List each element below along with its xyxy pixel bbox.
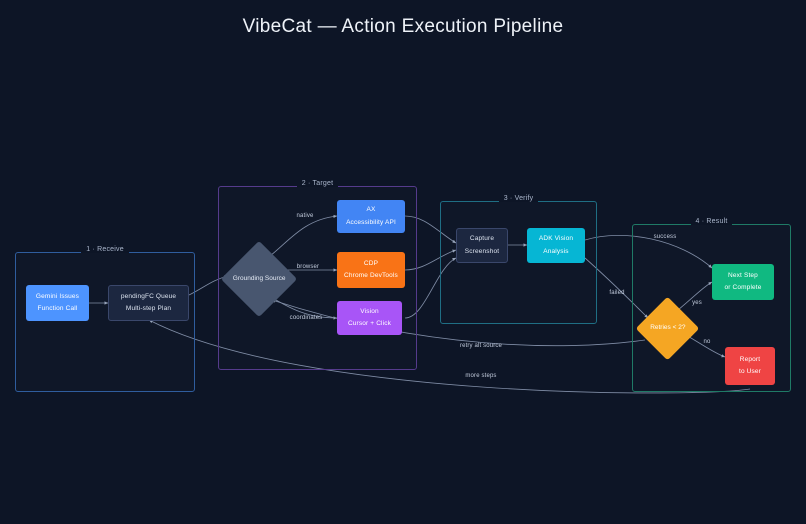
edge-label-success: success	[653, 234, 677, 240]
node-grounding-line2: Source	[264, 274, 286, 282]
node-next-step-or-complete[interactable]: Next Step or Complete	[712, 264, 774, 300]
node-capture-line1: Capture	[469, 235, 495, 243]
group-target: 2 · Target	[218, 180, 417, 370]
node-capture-line2: Screenshot	[464, 247, 500, 255]
node-queue-line2: Multi-step Plan	[125, 305, 172, 312]
edge-label-retry-alt-source: retry alt source	[459, 343, 503, 349]
node-gemini-issues-function-call[interactable]: Gemini Issues Function Call	[26, 285, 89, 321]
node-report-line2: to User	[738, 368, 761, 375]
node-report-to-user[interactable]: Report to User	[725, 347, 775, 385]
node-retries-line2: < 2?	[672, 324, 686, 332]
group-target-label: 2 · Target	[219, 180, 416, 187]
node-capture-screenshot[interactable]: Capture Screenshot	[456, 228, 508, 263]
node-vision-line1: Vision	[360, 307, 379, 315]
group-receive: 1 · Receive	[15, 246, 195, 392]
edge-label-more-steps: more steps	[465, 373, 497, 379]
node-adk-line1: ADK Vision	[538, 235, 574, 243]
page-title: VibeCat — Action Execution Pipeline	[242, 16, 564, 37]
node-report-line1: Report	[739, 355, 761, 363]
edge-label-coordinates: coordinates	[289, 315, 323, 321]
node-ax-accessibility-api[interactable]: AX Accessibility API	[337, 200, 405, 233]
node-gemini-line2: Function Call	[37, 305, 78, 312]
edge-label-browser: browser	[296, 264, 320, 270]
node-vision-cursor-click[interactable]: Vision Cursor + Click	[337, 301, 402, 335]
node-pendingfc-queue[interactable]: pendingFC Queue Multi-step Plan	[108, 285, 189, 321]
group-verify-label: 3 · Verify	[441, 195, 596, 202]
edge-label-no: no	[703, 339, 711, 345]
node-adk-vision-analysis[interactable]: ADK Vision Analysis	[527, 228, 585, 263]
group-verify: 3 · Verify	[440, 195, 597, 324]
node-retries-line1: Retries	[649, 324, 671, 332]
node-ax-line1: AX	[366, 206, 376, 214]
node-grounding-inner: Grounding Source	[233, 273, 286, 285]
node-ax-line2: Accessibility API	[346, 218, 396, 226]
node-nextstep-line2: or Complete	[724, 284, 762, 291]
edge-label-yes: yes	[692, 300, 702, 306]
node-retries-inner: Retries < 2?	[650, 322, 685, 334]
node-vision-line2: Cursor + Click	[347, 320, 392, 327]
node-cdp-line2: Chrome DevTools	[344, 272, 398, 279]
group-result-label: 4 · Result	[633, 218, 790, 225]
node-nextstep-line1: Next Step	[728, 271, 758, 279]
node-grounding-line1: Grounding	[232, 274, 263, 282]
group-receive-label: 1 · Receive	[16, 246, 194, 253]
edge-label-native: native	[296, 213, 314, 219]
node-cdp-line1: CDP	[363, 259, 379, 267]
node-cdp-chrome-devtools[interactable]: CDP Chrome DevTools	[337, 252, 405, 288]
node-adk-line2: Analysis	[543, 247, 569, 255]
node-gemini-line1: Gemini Issues	[35, 292, 80, 300]
group-result: 4 · Result	[632, 218, 791, 392]
node-queue-line1: pendingFC Queue	[120, 292, 177, 300]
edge-label-failed: failed	[609, 290, 625, 296]
